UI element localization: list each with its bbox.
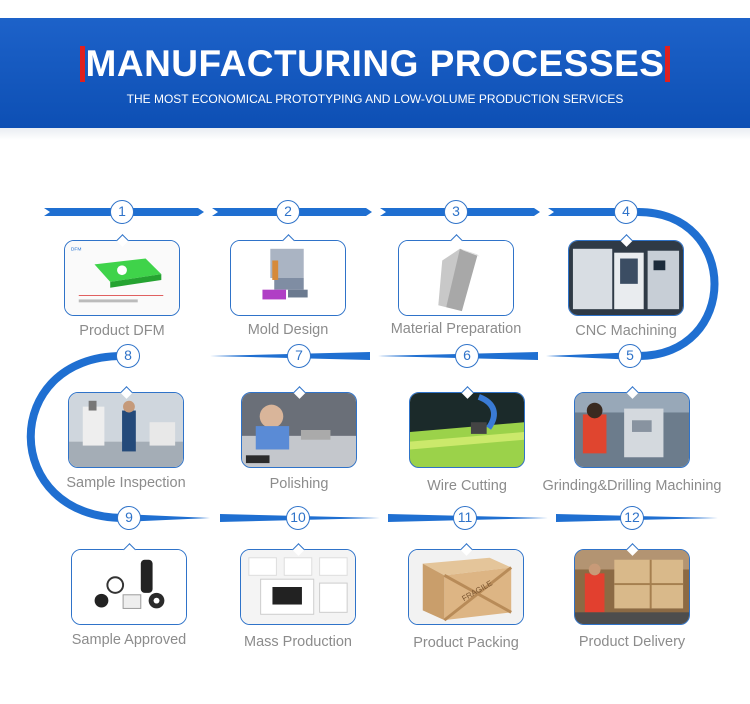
page-title: MANUFACTURING PROCESSES	[85, 43, 665, 84]
step-number-badge: 4	[614, 200, 638, 224]
step-card	[71, 549, 187, 625]
cnc-machine-image	[569, 241, 683, 315]
title-left-bar	[80, 46, 85, 82]
mass-production-image	[241, 550, 355, 624]
page-subtitle: THE MOST ECONOMICAL PROTOTYPING AND LOW-…	[126, 92, 624, 106]
step-label: Grinding&Drilling Machining	[542, 478, 722, 494]
step-card	[68, 392, 184, 468]
flow-uturn-right	[637, 208, 719, 360]
svg-text:DFM: DFM	[71, 247, 82, 253]
step-number-badge: 9	[117, 506, 141, 530]
step-label: Product DFM	[79, 323, 165, 339]
header-shadow-band	[0, 128, 750, 140]
step-label: Product Packing	[413, 635, 519, 651]
polishing-image	[242, 393, 356, 467]
step-number-badge: 11	[453, 506, 477, 530]
step-card	[398, 240, 514, 316]
step-label: CNC Machining	[575, 323, 677, 339]
grinding-machine-image	[575, 393, 689, 467]
inspection-image	[69, 393, 183, 467]
mold-assembly-image	[231, 241, 345, 315]
cad-drawing-image: DFM	[65, 241, 179, 315]
step-label: Material Preparation	[390, 321, 522, 337]
step-card: DFM	[64, 240, 180, 316]
step-number-badge: 12	[620, 506, 644, 530]
flow-uturn-left	[26, 352, 125, 522]
delivery-image	[575, 550, 689, 624]
step-card	[409, 392, 525, 468]
step-card	[240, 549, 356, 625]
flow-arrow	[120, 514, 210, 522]
step-card: FRAGILE	[408, 549, 524, 625]
step-number-badge: 8	[116, 344, 140, 368]
step-number-badge: 3	[444, 200, 468, 224]
step-card	[241, 392, 357, 468]
step-number-badge: 5	[618, 344, 642, 368]
aluminum-bar-image	[399, 241, 513, 315]
flow-arrow	[546, 352, 640, 360]
step-label: Mass Production	[244, 634, 352, 650]
step-label: Wire Cutting	[427, 478, 507, 494]
header-banner	[0, 18, 750, 128]
step-card	[230, 240, 346, 316]
step-label: Sample Inspection	[66, 475, 186, 491]
step-number-badge: 1	[110, 200, 134, 224]
step-number-badge: 7	[287, 344, 311, 368]
step-card	[574, 392, 690, 468]
step-number-badge: 6	[455, 344, 479, 368]
step-card	[574, 549, 690, 625]
step-label: Sample Approved	[71, 632, 187, 648]
step-number-badge: 2	[276, 200, 300, 224]
wooden-crate-image: FRAGILE	[409, 550, 523, 624]
approved-samples-image	[72, 550, 186, 624]
step-label: Mold Design	[247, 322, 329, 338]
step-number-badge: 10	[286, 506, 310, 530]
step-card	[568, 240, 684, 316]
wire-cutting-image	[410, 393, 524, 467]
title-right-bar	[665, 46, 670, 82]
step-label: Polishing	[269, 476, 329, 492]
step-label: Product Delivery	[578, 634, 686, 650]
